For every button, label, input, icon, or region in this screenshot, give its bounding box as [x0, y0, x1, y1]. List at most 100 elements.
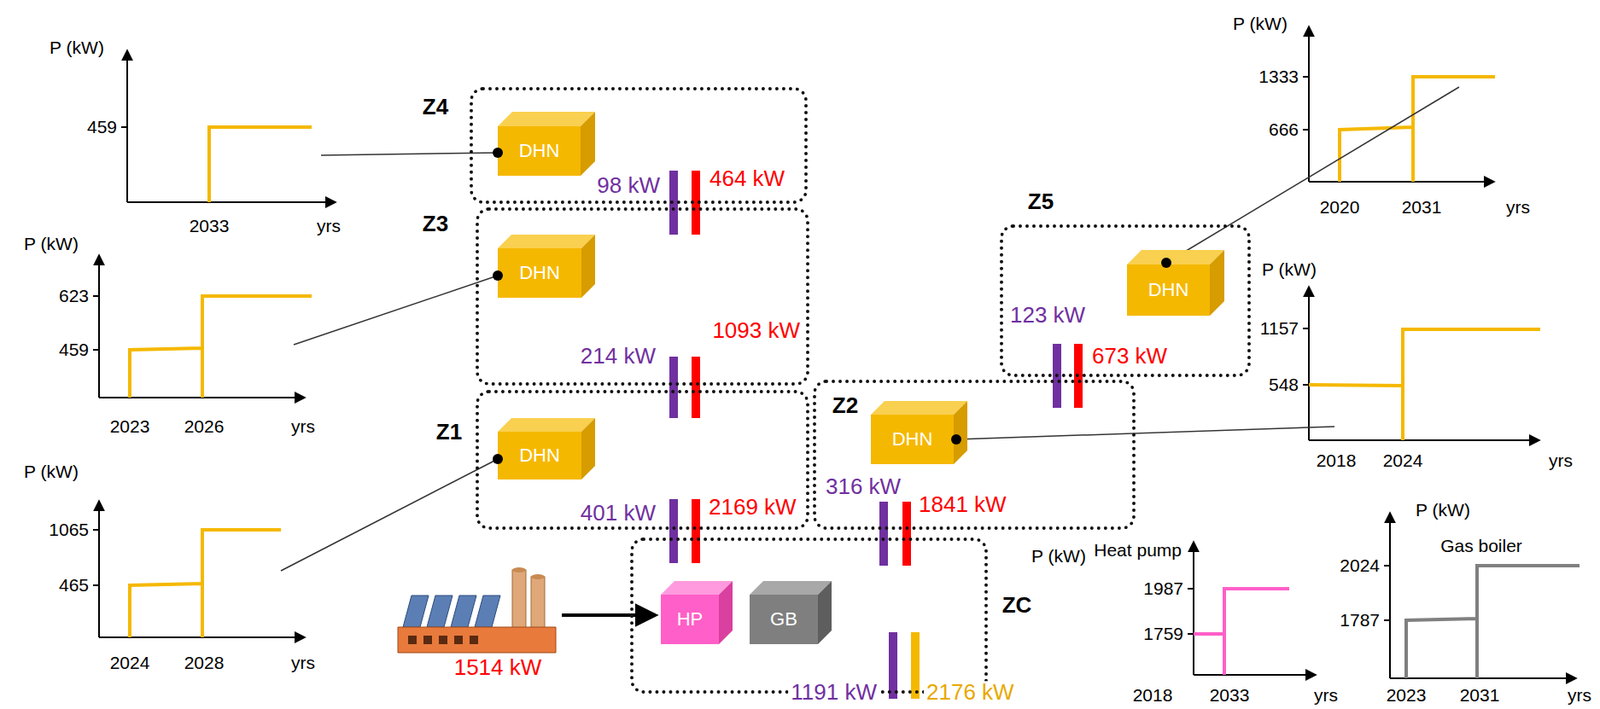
chart-axis [1302, 328, 1309, 386]
chart-label: 2028 [184, 654, 225, 673]
chart-label: 1759 [1143, 624, 1184, 644]
chart-axis [98, 502, 100, 638]
leader-dot [951, 434, 962, 445]
power-step-line [209, 127, 312, 203]
chart-label: yrs [291, 417, 316, 437]
zone-name: Z2 [832, 394, 859, 417]
chart-axis [1187, 589, 1194, 635]
power-value: 2176 kW [923, 681, 1017, 705]
power-value: 464 kW [706, 167, 788, 191]
chart-label: 666 [1268, 120, 1299, 140]
link-capacity-bar [669, 170, 1083, 700]
chart-label: yrs [1506, 198, 1530, 217]
chart-label: Gas boiler [1440, 537, 1523, 556]
factory-icon [531, 577, 545, 631]
chart-axis [127, 201, 335, 204]
chart-axis [1308, 181, 1494, 183]
unit-block: DHN [497, 418, 596, 480]
power-value: 401 kW [578, 502, 659, 526]
chart-label: 465 [58, 576, 89, 596]
chart-label: 2033 [1209, 686, 1250, 706]
chart-label: yrs [291, 654, 316, 673]
power-value: 1514 kW [451, 656, 545, 680]
chart-label: 2020 [1319, 198, 1361, 217]
power-value: 1093 kW [709, 319, 803, 343]
power-step-line [129, 76, 1580, 679]
leader-dot [1161, 257, 1172, 269]
unit-block: DHN [497, 234, 596, 298]
chart-axis [1302, 76, 1309, 130]
link-capacity-bar [879, 502, 888, 567]
chart-label: P (kW) [1415, 501, 1471, 520]
chart-label: yrs [316, 216, 341, 236]
factory-icon [512, 570, 526, 631]
unit-name: DHN [1127, 264, 1210, 316]
power-step-line [1406, 566, 1580, 679]
chart-label: P (kW) [23, 234, 79, 254]
factory-icon [397, 567, 556, 654]
chart-label: 2024 [1383, 451, 1424, 471]
unit-name: HP [660, 595, 719, 645]
factory-icon [423, 636, 433, 645]
cube-top [497, 418, 596, 433]
heat-supply-arrow [561, 613, 655, 618]
factory-icon [469, 636, 479, 645]
chart-axis [1192, 543, 1195, 676]
zone-name: Z3 [422, 212, 449, 235]
cube-front [749, 595, 818, 645]
cube-top [497, 234, 596, 249]
unit-name: DHN [870, 414, 954, 465]
chart-label: P (kW) [1232, 14, 1288, 34]
chart-label: P (kW) [1031, 547, 1087, 567]
cube-side [580, 111, 596, 176]
cube-side [581, 418, 596, 480]
chart-label: 2024 [110, 654, 151, 673]
power-step-line [1308, 329, 1541, 441]
cube-front [497, 248, 582, 298]
chart-label: 2033 [189, 216, 230, 236]
chart-label: P (kW) [1261, 260, 1317, 280]
chart-axis [1308, 439, 1539, 442]
chart-label: 2031 [1401, 198, 1443, 217]
leader-dot [492, 147, 1172, 465]
leader-line [956, 426, 1335, 440]
cube-front [497, 126, 581, 176]
leader-dot [492, 454, 503, 465]
cube-front [660, 595, 719, 645]
power-value: 1841 kW [916, 493, 1010, 517]
chart-axis [1383, 566, 1390, 621]
factory-icon [531, 574, 545, 580]
link-capacity-bar [691, 499, 701, 564]
leader-dot [492, 270, 503, 281]
power-value: 98 kW [594, 174, 663, 198]
cube-top [1127, 250, 1225, 265]
link-capacity-bar [669, 356, 678, 419]
chart-axis [1389, 513, 1391, 679]
zone-name: Z4 [422, 95, 449, 118]
zone-name: Z1 [436, 420, 462, 444]
zone-name: ZC [1002, 594, 1033, 617]
unit-block: GB [749, 581, 832, 645]
power-value: 1191 kW [788, 681, 880, 705]
chart-axis [98, 256, 100, 398]
chart-axis [121, 126, 128, 129]
leader-line [280, 459, 498, 572]
chart-label: yrs [1548, 451, 1573, 471]
cube-side [953, 401, 968, 465]
link-capacity-bar [691, 356, 701, 419]
factory-icon [454, 636, 463, 645]
leader-line [1166, 87, 1460, 263]
factory-icon [397, 627, 556, 654]
factory-icon [408, 636, 417, 645]
cube-top [749, 581, 832, 596]
link-capacity-bar [888, 632, 898, 700]
chart-label: 2023 [1386, 686, 1427, 706]
chart-axis [1389, 677, 1576, 680]
link-capacity-bar [902, 502, 911, 567]
chart-label: P (kW) [49, 38, 105, 58]
power-step-line [129, 296, 312, 398]
leader-dot [492, 147, 503, 158]
